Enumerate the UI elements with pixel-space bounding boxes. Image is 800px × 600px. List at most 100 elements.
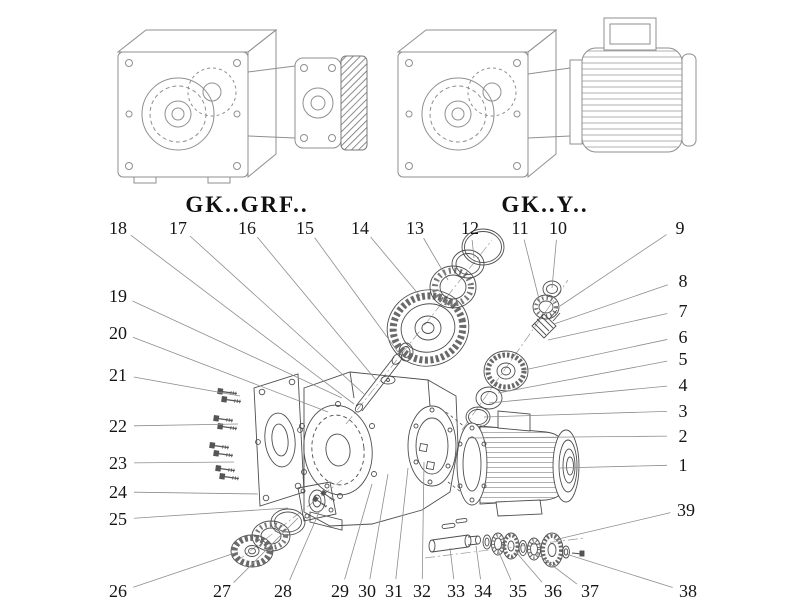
callout-number: 27 — [213, 581, 231, 600]
callout-number: 18 — [109, 218, 127, 238]
input-cap-hatched — [340, 55, 368, 151]
callout-number: 7 — [679, 301, 688, 321]
input-shaft — [354, 353, 403, 413]
callout-number: 26 — [109, 581, 127, 600]
callout-number: 20 — [109, 323, 127, 343]
gearbox-motor-assembled-drawing — [396, 17, 697, 179]
callout-leader-line — [289, 509, 321, 581]
callout-number: 3 — [679, 401, 688, 421]
callout-leader-line — [344, 483, 373, 580]
callout-leader-line — [449, 547, 455, 580]
model-title-grf: GK..GRF.. — [185, 192, 308, 217]
callout-number: 39 — [677, 500, 695, 520]
callout-number: 33 — [447, 581, 465, 600]
callout-leader-line — [467, 435, 668, 439]
callout-leader-line — [475, 545, 481, 580]
callout-leader-line — [497, 360, 668, 394]
callout-number: 28 — [274, 581, 292, 600]
callout-number: 23 — [109, 453, 127, 473]
callout-number: 4 — [679, 375, 688, 395]
input-bearing — [429, 265, 477, 309]
callout-number: 15 — [296, 218, 314, 238]
shaft-key — [441, 522, 456, 530]
callout-leader-line — [233, 517, 299, 583]
exploded-view — [209, 228, 586, 568]
callout-leader-line — [189, 235, 365, 395]
callout-leader-line — [133, 423, 239, 427]
callout-number: 6 — [679, 327, 688, 347]
callout-number: 34 — [474, 581, 492, 600]
motor-drawing — [581, 17, 697, 153]
callout-leader-line — [314, 237, 399, 353]
callout-leader-line — [523, 239, 541, 304]
callout-number: 11 — [511, 218, 528, 238]
callout-leader-line — [559, 464, 668, 469]
callout-leader-line — [133, 491, 259, 495]
callout-leader-line — [257, 236, 377, 381]
callout-leader-line — [483, 410, 668, 418]
callout-number: 35 — [509, 581, 527, 600]
gearbox-grf-assembled-drawing — [116, 28, 368, 184]
flange-nut — [418, 443, 428, 453]
callout-number: 17 — [169, 218, 187, 238]
callout-leader-line — [370, 236, 421, 297]
callout-number: 14 — [351, 218, 369, 238]
callout-leader-line — [559, 234, 667, 307]
retaining-rings — [451, 228, 505, 279]
callout-leader-line — [423, 237, 449, 281]
callout-number: 31 — [385, 581, 403, 600]
front-cover-plate — [253, 373, 305, 507]
callout-leader-line — [130, 234, 355, 405]
input-gear-wheel — [386, 289, 470, 367]
callout-number: 30 — [358, 581, 376, 600]
motor-exploded — [456, 410, 580, 517]
model-title-y: GK..Y.. — [501, 192, 588, 217]
callout-number: 10 — [549, 218, 567, 238]
callout-leader-line — [547, 313, 668, 341]
callout-leader-line — [535, 552, 578, 585]
callout-number: 5 — [679, 349, 688, 369]
callout-leader-line — [553, 284, 668, 325]
callout-number: 37 — [581, 581, 599, 600]
gearbox-housing — [299, 371, 467, 531]
callout-number: 19 — [109, 286, 127, 306]
callout-leader-line — [395, 467, 409, 580]
input-axis-line — [345, 239, 493, 425]
callout-leader-line — [133, 461, 235, 464]
callout-number: 9 — [676, 218, 685, 238]
callout-leader-line — [523, 339, 668, 371]
callout-leader-line — [132, 336, 329, 413]
callout-number: 29 — [331, 581, 349, 600]
callout-leader-line — [497, 549, 512, 581]
callout-leader-line — [565, 553, 673, 588]
callout-leader-line — [471, 239, 475, 259]
coupling-washer — [475, 386, 503, 410]
callout-number: 36 — [544, 581, 562, 600]
callout-number: 8 — [679, 271, 688, 291]
callout-leader-line — [421, 461, 425, 580]
callout-number: 12 — [461, 218, 479, 238]
callout-leader-line — [133, 376, 241, 397]
callout-number: 21 — [109, 365, 127, 385]
output-shaft-kit — [428, 517, 585, 568]
callout-number: 25 — [109, 509, 127, 529]
callout-leader-line — [515, 551, 543, 583]
callout-number: 1 — [679, 455, 688, 475]
input-coupling-gear — [483, 350, 529, 392]
callout-leader-line — [132, 300, 343, 399]
callout-number: 22 — [109, 416, 127, 436]
callout-leader-line — [133, 551, 239, 588]
callout-number: 24 — [109, 482, 127, 502]
callout-number: 13 — [406, 218, 424, 238]
callout-leader-line — [488, 385, 668, 404]
callout-number: 2 — [679, 426, 688, 446]
callout-leader-line — [369, 473, 389, 580]
pinion-axis-line — [461, 279, 569, 431]
callout-leader-line — [133, 507, 289, 519]
callout-number: 38 — [679, 581, 697, 600]
callout-leader-line — [551, 239, 557, 289]
callout-leader-line — [553, 512, 671, 541]
